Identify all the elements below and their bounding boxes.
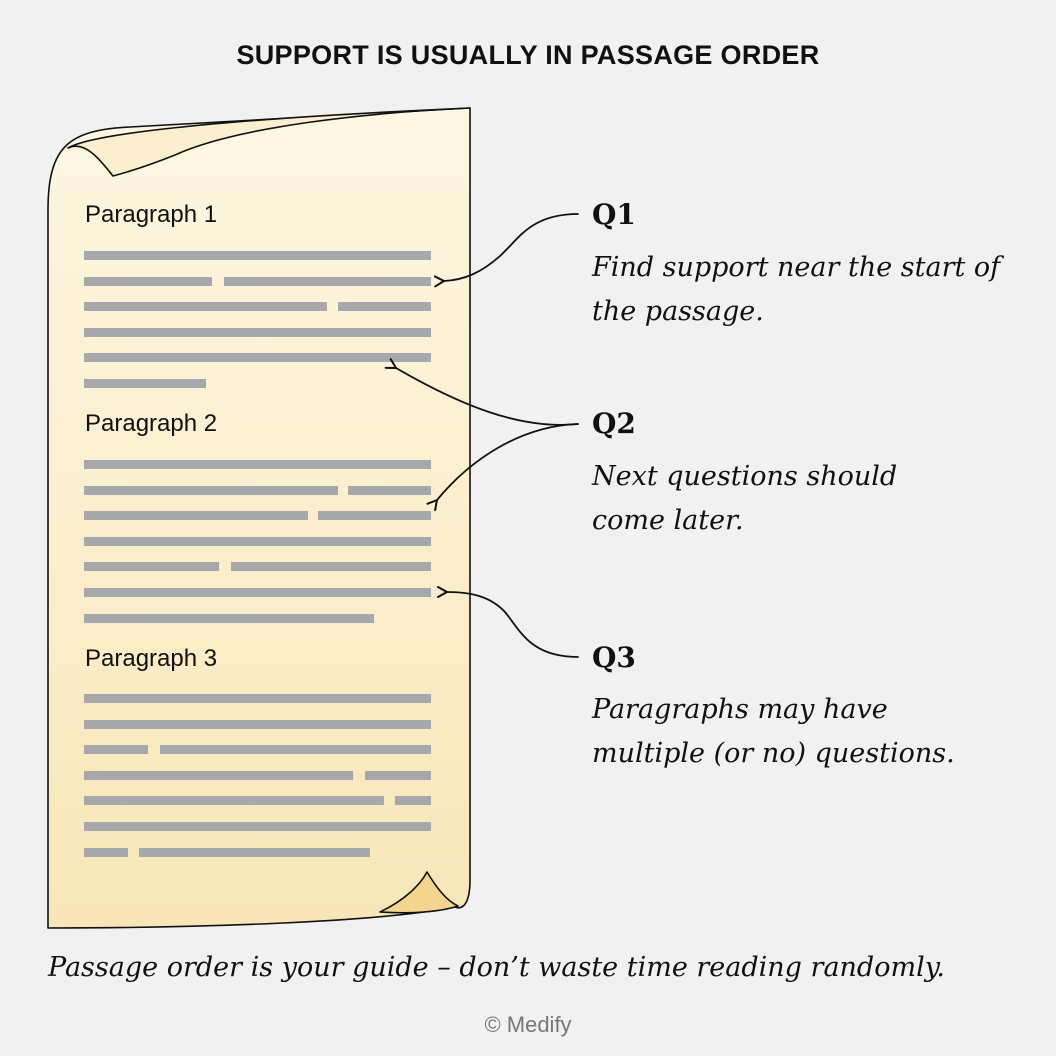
text-line [160,745,431,754]
text-line [318,511,431,520]
text-line [231,562,431,571]
text-line [84,353,431,362]
text-line [84,537,431,546]
question-description-line: the passage. [592,296,764,327]
question-label: Q1 [592,198,636,231]
question-description-line: Paragraphs may have [592,694,888,725]
question-label: Q2 [592,407,636,440]
question-description: Paragraphs may have multiple (or no) que… [592,688,1032,776]
text-line [84,562,219,571]
arrow-q2-lower [426,423,579,512]
text-line [84,302,327,311]
text-lines [84,251,431,857]
diagram-title: SUPPORT IS USUALLY IN PASSAGE ORDER [236,40,820,70]
arrows [384,213,579,658]
text-line [84,277,212,286]
text-line [84,460,431,469]
question-description-line: come later. [592,505,744,536]
text-line [338,302,431,311]
text-line [84,486,338,495]
text-line [84,614,374,623]
copyright-text: © Medify [484,1012,572,1037]
text-line [224,277,431,286]
text-line [84,720,431,729]
text-line [84,251,431,260]
text-line [84,588,431,597]
paragraph-label: Paragraph 3 [85,645,218,672]
question-description-line: multiple (or no) questions. [592,738,955,769]
text-line [84,694,431,703]
text-line [348,486,431,495]
paragraph-label: Paragraph 2 [85,410,218,437]
question-description: Find support near the start of the passa… [592,246,1032,334]
text-line [84,379,206,388]
text-line [395,796,431,805]
bottom-page-curl [379,871,459,914]
text-line [139,848,370,857]
text-line [84,796,384,805]
text-line [84,848,128,857]
text-line [84,771,353,780]
text-line [84,822,431,831]
question-description-line: Next questions should [592,461,898,492]
top-page-curl [67,107,471,177]
question-label: Q3 [592,641,636,674]
arrow-q3 [436,585,579,658]
footer-note: Passage order is your guide – don’t wast… [48,952,945,983]
text-line [84,511,308,520]
question-description-line: Find support near the start of [592,252,1001,283]
paragraph-label: Paragraph 1 [85,201,218,228]
question-description: Next questions should come later. [592,455,1032,543]
text-line [365,771,431,780]
text-line [84,328,431,337]
text-line [84,745,148,754]
arrow-q2-upper [384,358,579,426]
arrow-q1 [433,213,579,288]
